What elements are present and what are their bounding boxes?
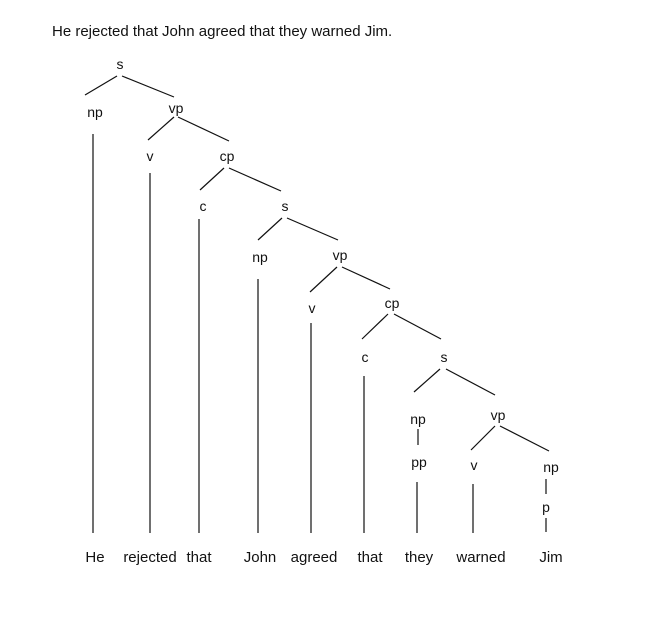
tree-edge xyxy=(393,313,442,340)
tree-edge xyxy=(177,116,230,142)
tree-edge xyxy=(470,425,496,451)
node-label-vp2: vp xyxy=(333,247,348,263)
tree-edge xyxy=(499,425,550,452)
node-label-vp1: vp xyxy=(169,100,184,116)
node-label-np3: np xyxy=(410,411,426,427)
tree-edge xyxy=(445,368,496,396)
node-label-v1: v xyxy=(147,148,154,164)
tree-edge xyxy=(257,217,283,241)
node-label-s3: s xyxy=(441,349,448,365)
leaf-word: rejected xyxy=(123,549,176,566)
node-label-np2: np xyxy=(252,249,268,265)
node-label-v2: v xyxy=(309,300,316,316)
node-label-pp3: pp xyxy=(411,454,427,470)
tree-edge xyxy=(199,167,225,191)
node-label-s1: s xyxy=(117,56,124,72)
node-label-v3: v xyxy=(471,457,478,473)
leaf-word: they xyxy=(405,549,434,566)
tree-edge xyxy=(341,266,391,290)
leaf-word: John xyxy=(244,549,277,566)
tree-edge xyxy=(413,368,441,393)
tree-edge xyxy=(147,116,175,141)
node-label-p4: p xyxy=(542,499,550,515)
node-label-s2: s xyxy=(282,198,289,214)
node-label-vp3: vp xyxy=(491,407,506,423)
leaf-word: warned xyxy=(455,549,505,566)
node-label-np4: np xyxy=(543,459,559,475)
node-label-cp2: cp xyxy=(385,295,400,311)
sentence-text: He rejected that John agreed that they w… xyxy=(52,23,393,40)
tree-edge xyxy=(121,75,175,98)
node-label-np1: np xyxy=(87,104,103,120)
leaf-word: that xyxy=(357,549,383,566)
leaf-word: that xyxy=(186,549,212,566)
leaf-word: agreed xyxy=(291,549,338,566)
tree-edge xyxy=(309,266,338,293)
node-label-c1: c xyxy=(200,198,207,214)
tree-edge xyxy=(84,75,118,96)
tree-edge xyxy=(228,167,282,192)
tree-edge xyxy=(286,217,339,241)
leaf-word: Jim xyxy=(539,549,562,566)
leaf-word: He xyxy=(85,549,104,566)
node-label-cp1: cp xyxy=(220,148,235,164)
node-label-c2: c xyxy=(362,349,369,365)
tree-edge xyxy=(361,313,389,340)
